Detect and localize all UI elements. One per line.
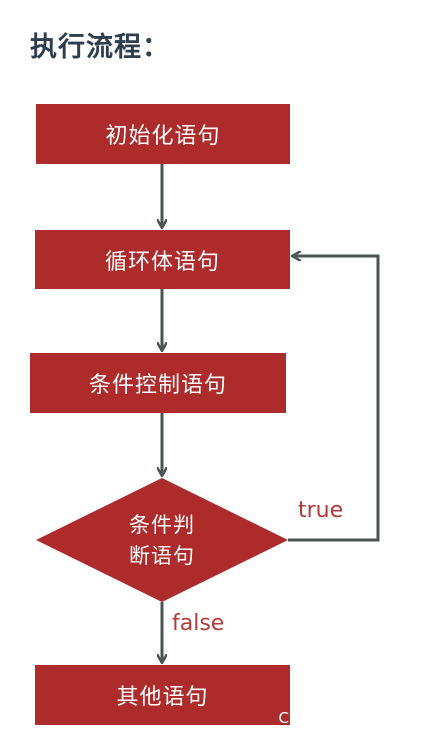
heading: 执行流程： [30,32,170,63]
node-condition-control-statement: 条件控制语句 [30,353,286,413]
node-control-label: 条件控制语句 [88,373,227,398]
node-init-label: 初始化语句 [105,124,221,149]
node-init-statement: 初始化语句 [36,104,290,164]
edge-label-true: true [298,498,344,523]
node-body-label: 循环体语句 [104,249,220,275]
condition-diamond-label: 条件判 断语句 [100,510,224,572]
condition-label-line1: 条件判 [129,513,195,537]
edge-label-false: false [172,611,225,636]
node-other-label: 其他语句 [116,685,209,710]
watermark: CSDN @只知坚持！ [278,709,416,727]
node-other-statement: 其他语句 [35,665,290,725]
condition-diamond [36,478,288,602]
node-loop-body-statement: 循环体语句 [35,230,290,289]
arrow-condition-to-body-loop [288,256,380,542]
condition-label-line2: 断语句 [129,544,195,568]
